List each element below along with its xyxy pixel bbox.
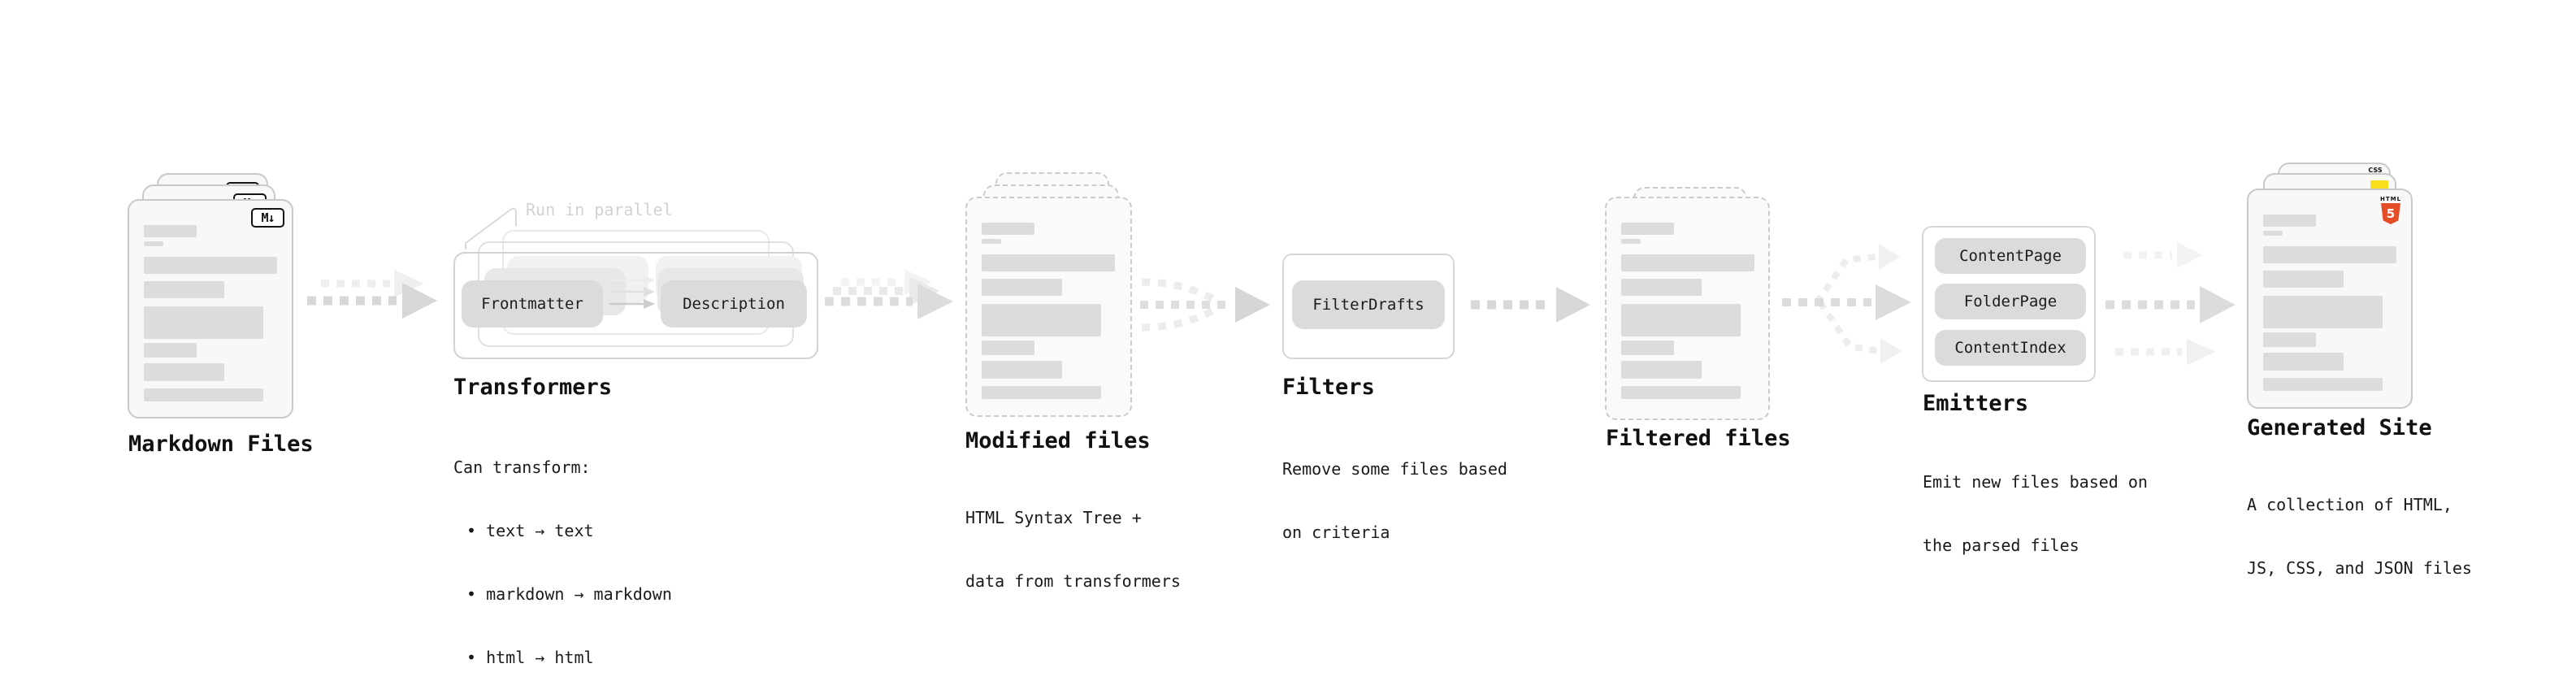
stage-title-filtered-files: Filtered files (1606, 426, 1791, 451)
placeholder-bar (2263, 296, 2383, 328)
frontmatter-pill-label: Frontmatter (481, 295, 583, 313)
js-icon (2370, 180, 2388, 190)
placeholder-bar (144, 363, 224, 381)
modified-desc-line: HTML Syntax Tree + (965, 508, 1142, 527)
stage-title-markdown-files: Markdown Files (128, 432, 314, 457)
modified-desc-line: data from transformers (965, 571, 1181, 591)
emitters-description: Emit new files based on the parsed files (1923, 429, 2148, 598)
contentpage-pill-label: ContentPage (1959, 247, 2062, 265)
modified-file-card-front (965, 197, 1132, 417)
html5-icon-number: 5 (2386, 206, 2396, 221)
stage-title-generated-site: Generated Site (2247, 415, 2432, 440)
arrow-filters-to-filtered (1471, 287, 1590, 323)
run-in-parallel-leader-line (465, 207, 517, 249)
filterdrafts-pill-label: FilterDrafts (1312, 296, 1425, 314)
placeholder-bar (1621, 223, 1674, 235)
placeholder-bar (1621, 361, 1702, 379)
placeholder-bar (982, 361, 1062, 379)
placeholder-bar (144, 225, 197, 237)
pill-connector-arrows (609, 275, 655, 309)
emitters-desc-line: the parsed files (1923, 536, 2079, 555)
placeholder-bar (144, 281, 224, 298)
arrow-modified-to-filters (1140, 278, 1270, 332)
document-placeholder-lines (144, 225, 277, 401)
generated-desc-line: A collection of HTML, (2247, 495, 2452, 514)
contentindex-pill: ContentIndex (1935, 330, 2086, 366)
placeholder-bar (144, 306, 263, 339)
arrow-filtered-to-emitters (1782, 244, 1911, 364)
placeholder-bar (982, 340, 1034, 355)
contentpage-pill: ContentPage (1935, 238, 2086, 274)
transformers-bullet: • markdown → markdown (466, 584, 672, 604)
generated-file-card-html: HTML 5 (2247, 189, 2413, 409)
placeholder-bar (2263, 332, 2316, 347)
placeholder-bar (144, 343, 197, 358)
stage-title-emitters: Emitters (1923, 391, 2029, 416)
generated-desc-line: JS, CSS, and JSON files (2247, 558, 2472, 578)
placeholder-bar (982, 279, 1062, 296)
placeholder-bar (982, 239, 1001, 244)
placeholder-bar (144, 257, 277, 274)
stage-title-modified-files: Modified files (965, 428, 1151, 453)
folderpage-pill-label: FolderPage (1963, 293, 2058, 310)
transformer-layer-front (453, 252, 818, 359)
placeholder-bar (2263, 353, 2344, 371)
arrow-emitters-to-generated (2105, 242, 2236, 365)
transformers-desc-heading: Can transform: (453, 458, 591, 477)
placeholder-bar (1621, 254, 1754, 271)
document-placeholder-lines (2263, 215, 2396, 391)
placeholder-bar (982, 254, 1115, 271)
transformers-description: Can transform: • text → text • markdown … (453, 414, 672, 681)
placeholder-bar (1621, 340, 1674, 355)
placeholder-bar (1621, 304, 1741, 336)
filters-description: Remove some files based on criteria (1282, 416, 1507, 585)
placeholder-bar (2263, 215, 2316, 227)
document-placeholder-lines (982, 223, 1115, 399)
emitters-desc-line: Emit new files based on (1923, 472, 2148, 492)
filtered-file-card-front (1605, 197, 1770, 420)
transformers-bullet: • html → html (466, 648, 594, 667)
generated-description: A collection of HTML, JS, CSS, and JSON … (2247, 452, 2472, 621)
markdown-icon-glyph: M↓ (261, 210, 275, 225)
placeholder-bar (1621, 386, 1741, 399)
folderpage-pill: FolderPage (1935, 284, 2086, 319)
placeholder-bar (144, 241, 163, 246)
modified-description: HTML Syntax Tree + data from transformer… (965, 465, 1181, 634)
placeholder-bar (2263, 271, 2344, 288)
placeholder-bar (982, 223, 1034, 235)
placeholder-bar (144, 388, 263, 401)
run-in-parallel-note: Run in parallel (526, 200, 673, 219)
arrow-transformers-to-modified (825, 269, 953, 319)
frontmatter-pill: Frontmatter (462, 280, 603, 327)
transformers-bullet: • text → text (466, 521, 594, 540)
stage-title-filters: Filters (1282, 375, 1375, 400)
description-pill: Description (661, 280, 807, 327)
filterdrafts-pill: FilterDrafts (1292, 280, 1445, 329)
placeholder-bar (2263, 378, 2383, 391)
placeholder-bar (982, 386, 1101, 399)
css-icon-label: CSS (2368, 167, 2383, 174)
placeholder-bar (1621, 239, 1641, 244)
description-pill-label: Description (683, 295, 785, 313)
placeholder-bar (1621, 279, 1702, 296)
filters-desc-line: on criteria (1282, 523, 1390, 542)
markdown-icon: M↓ (251, 208, 284, 228)
arrow-markdown-to-transformers (307, 270, 437, 319)
document-placeholder-lines (1621, 223, 1754, 399)
placeholder-bar (982, 304, 1101, 336)
html5-icon-shield: 5 (2381, 203, 2400, 224)
stage-title-transformers: Transformers (453, 375, 613, 400)
placeholder-bar (2263, 231, 2283, 236)
filters-desc-line: Remove some files based (1282, 459, 1507, 479)
html5-icon: HTML 5 (2380, 196, 2401, 224)
markdown-file-card-front: M↓ (128, 199, 293, 419)
html5-icon-label: HTML (2380, 196, 2402, 202)
placeholder-bar (2263, 246, 2396, 263)
contentindex-pill-label: ContentIndex (1954, 339, 2066, 357)
